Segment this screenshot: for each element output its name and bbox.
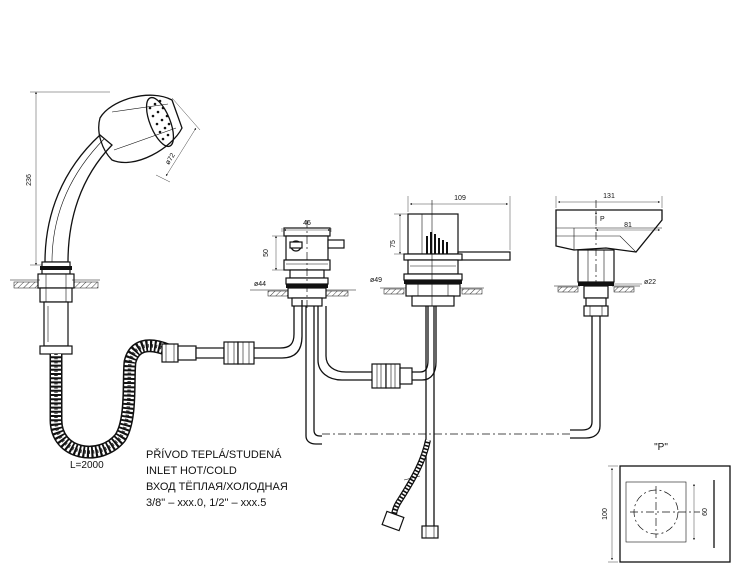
hand-shower bbox=[37, 94, 183, 355]
detail-title: "P" bbox=[654, 442, 668, 453]
dimension-label: 131 bbox=[603, 193, 615, 200]
deck-surface-right bbox=[554, 285, 640, 293]
dimension-label: 75 bbox=[390, 240, 397, 248]
inlet-notes: PŘÍVOD TEPLÁ/STUDENÁ INLET HOT/COLD ВХОД… bbox=[146, 448, 288, 509]
detail-view-p: "P" 100 60 bbox=[602, 442, 731, 563]
dimension-label: ø44 bbox=[254, 281, 266, 288]
dimension-label: ø72 bbox=[165, 152, 177, 166]
center-lines bbox=[306, 220, 570, 435]
dimension-label: 81 bbox=[624, 222, 632, 229]
dimension-label: ø49 bbox=[370, 277, 382, 284]
deck-surface-left bbox=[10, 279, 100, 289]
hose-length-label: L=2000 bbox=[70, 460, 104, 471]
dimension-label: 109 bbox=[454, 195, 466, 202]
diverter-valve-tails bbox=[301, 300, 372, 445]
note-line-russian: ВХОД ТЁПЛАЯ/ХОЛОДНАЯ bbox=[146, 481, 288, 493]
deck-surface-middle bbox=[250, 289, 356, 297]
dimension-label: 50 bbox=[263, 249, 270, 257]
note-line-english: INLET HOT/COLD bbox=[146, 465, 237, 477]
dimension-label: 100 bbox=[602, 508, 609, 520]
dimension-shower-height: 236 bbox=[26, 91, 110, 266]
view-marker-p: P bbox=[600, 216, 605, 223]
note-line-czech: PŘÍVOD TEPLÁ/STUDENÁ bbox=[146, 448, 282, 461]
dimension-label: ø22 bbox=[644, 279, 656, 286]
flexible-hose: L=2000 bbox=[49, 300, 303, 471]
note-line-sizes: 3/8" – xxx.0, 1/2" – xxx.5 bbox=[146, 497, 266, 509]
dimension-label: 236 bbox=[26, 174, 33, 186]
mixer-valve: 109 75 ø49 bbox=[370, 195, 511, 307]
dimension-label: 60 bbox=[702, 508, 709, 516]
bath-spout: 131 81 P ø22 bbox=[555, 193, 663, 439]
inlet-pipes bbox=[381, 306, 439, 539]
deck-surface-right-middle bbox=[380, 287, 484, 295]
